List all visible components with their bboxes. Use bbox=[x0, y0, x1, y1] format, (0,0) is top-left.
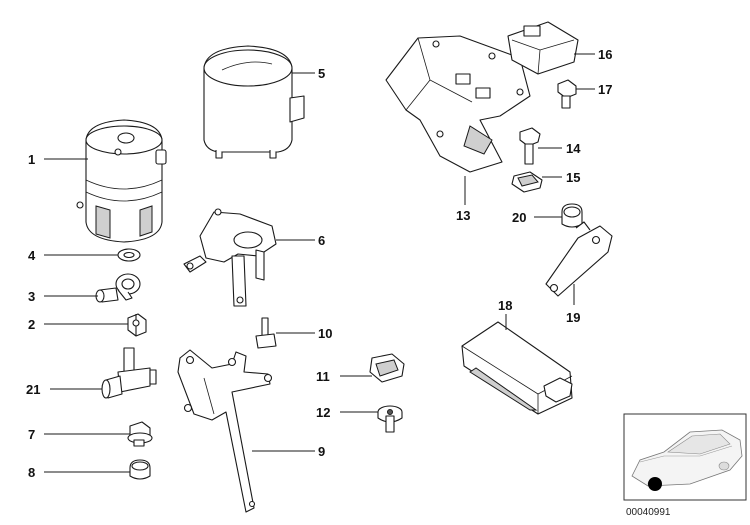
part-19-bracket-plate bbox=[545, 221, 613, 297]
callout-15: 15 bbox=[566, 170, 580, 185]
part-9-long-bracket bbox=[177, 349, 273, 513]
leader-lines bbox=[44, 53, 595, 473]
callout-18: 18 bbox=[498, 298, 512, 313]
callout-14: 14 bbox=[566, 141, 581, 156]
callout-3: 3 bbox=[28, 289, 35, 304]
part-5-cover-cap bbox=[203, 45, 305, 159]
callout-19: 19 bbox=[566, 310, 580, 325]
callout-21: 21 bbox=[26, 382, 40, 397]
callout-20: 20 bbox=[512, 210, 526, 225]
callout-4: 4 bbox=[28, 248, 36, 263]
part-7-bolt bbox=[127, 421, 153, 447]
location-marker-icon bbox=[648, 477, 662, 491]
callout-9: 9 bbox=[318, 444, 325, 459]
part-2-hollow-bolt bbox=[127, 313, 147, 337]
reference-id: 00040991 bbox=[626, 507, 671, 518]
callout-11: 11 bbox=[316, 369, 330, 384]
callout-2: 2 bbox=[28, 317, 35, 332]
callout-10: 10 bbox=[318, 326, 332, 341]
part-13-main-bracket bbox=[385, 35, 531, 173]
part-8-grommet bbox=[129, 459, 151, 480]
part-1-pump-unit bbox=[76, 119, 167, 243]
callout-labels: 1 5 4 3 2 21 7 8 6 10 9 11 12 13 14 15 1… bbox=[26, 47, 612, 480]
part-21-elbow-connector bbox=[101, 347, 157, 399]
part-14-bolt bbox=[519, 127, 541, 165]
part-11-clip-nut bbox=[369, 353, 405, 383]
part-4-washer bbox=[117, 248, 141, 262]
callout-5: 5 bbox=[318, 66, 325, 81]
part-15-clip-nut bbox=[511, 171, 543, 193]
callout-12: 12 bbox=[316, 405, 330, 420]
callout-17: 17 bbox=[598, 82, 612, 97]
part-16-sensor bbox=[507, 21, 579, 75]
callout-16: 16 bbox=[598, 47, 612, 62]
callout-1: 1 bbox=[28, 152, 35, 167]
part-3-banjo-fitting bbox=[95, 273, 141, 303]
vehicle-locator-thumbnail bbox=[623, 413, 747, 501]
part-12-screw bbox=[377, 405, 403, 433]
callout-13: 13 bbox=[456, 208, 470, 223]
part-18-control-module bbox=[461, 321, 573, 415]
part-20-bushing bbox=[561, 203, 583, 228]
part-6-bracket bbox=[183, 208, 277, 307]
callout-6: 6 bbox=[318, 233, 325, 248]
callout-7: 7 bbox=[28, 427, 35, 442]
part-17-bolt bbox=[557, 79, 577, 109]
part-10-stud-bolt bbox=[255, 317, 277, 349]
callout-8: 8 bbox=[28, 465, 35, 480]
